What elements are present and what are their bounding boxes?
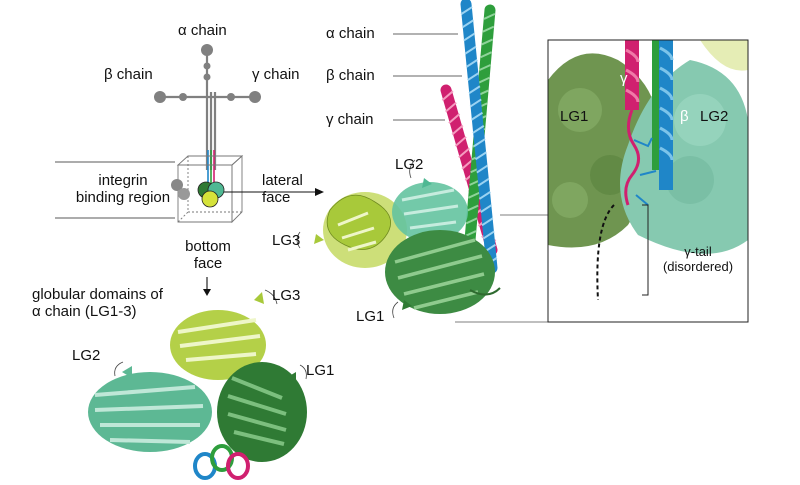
- schematic-gamma-label: γ chain: [252, 66, 300, 83]
- lg2-domain-ribbon: [392, 182, 468, 242]
- coiled-coil-helices: [440, 0, 498, 274]
- lateral-gamma-label: γ chain: [326, 111, 374, 128]
- gamma-tail-trace: [624, 109, 640, 206]
- lg1-domain-ribbon: [385, 230, 501, 314]
- lateral-lg2-label: LG2: [395, 156, 424, 173]
- schematic-diagram: [55, 44, 324, 296]
- integrin-site-2: [178, 188, 190, 200]
- inset-lg2-label: LG2: [700, 108, 729, 125]
- lateral-structure: [296, 0, 548, 323]
- bottom-face-label: bottom face: [185, 238, 231, 272]
- lg1-arc: [392, 301, 399, 319]
- schematic-box: [176, 154, 244, 224]
- bottom-lg2-label: LG2: [72, 347, 101, 364]
- bottom-structure: [88, 289, 307, 480]
- disordered-dashed-path: [596, 204, 615, 301]
- bottom-lg1-ribbon: [217, 362, 307, 462]
- schematic-alpha-label: α chain: [178, 22, 227, 39]
- inset-lg1-label: LG1: [560, 108, 589, 125]
- lg3-domain-ribbon: [323, 192, 407, 268]
- bottom-lg1-marker: [286, 372, 296, 384]
- bottom-helices: [193, 444, 250, 480]
- alpha-node-1: [201, 44, 213, 56]
- inset-gamma-label: γ: [620, 70, 628, 87]
- inset-beta-label: β: [680, 108, 689, 125]
- lateral-face-label: lateral face: [262, 172, 303, 206]
- bottom-lg3-marker: [254, 292, 264, 304]
- lateral-lg1-label: LG1: [356, 308, 385, 325]
- gamma-tail-bracket: [642, 204, 649, 296]
- gamma-tail-label: γ-tail (disordered): [662, 244, 734, 274]
- lateral-arrow-head: [315, 188, 324, 196]
- inset-frame: [547, 39, 749, 323]
- lateral-beta-label: β chain: [326, 67, 375, 84]
- beta-node-2: [179, 93, 187, 101]
- bottom-arrow-head: [203, 289, 211, 296]
- zoom-inset: [547, 39, 749, 323]
- lg-domain-yellow: [201, 190, 219, 208]
- gamma-node-1: [249, 91, 261, 103]
- alpha-node-3: [203, 73, 211, 81]
- schematic-beta-label: β chain: [104, 66, 153, 83]
- lg1-marker: [402, 300, 412, 310]
- lg2-arc: [409, 159, 416, 179]
- lateral-alpha-label: α chain: [326, 25, 375, 42]
- lg3-marker: [314, 234, 324, 244]
- bottom-lg3-ribbon: [170, 310, 266, 380]
- integrin-site-1: [171, 179, 183, 191]
- beta-node-1: [154, 91, 166, 103]
- lateral-lg3-label: LG3: [272, 232, 301, 249]
- alpha-node-2: [203, 62, 211, 70]
- bottom-lg1-label: LG1: [306, 362, 335, 379]
- lg3-arc: [296, 231, 301, 249]
- bottom-view-title: globular domains of α chain (LG1-3): [32, 286, 163, 320]
- gamma-node-2: [227, 93, 235, 101]
- integrin-binding-region-label: integrin binding region: [75, 172, 171, 206]
- alpha-helix: [460, 0, 498, 274]
- bottom-lg2-marker: [122, 366, 132, 378]
- bottom-lg3-label: LG3: [272, 287, 301, 304]
- lg2-marker: [422, 178, 432, 188]
